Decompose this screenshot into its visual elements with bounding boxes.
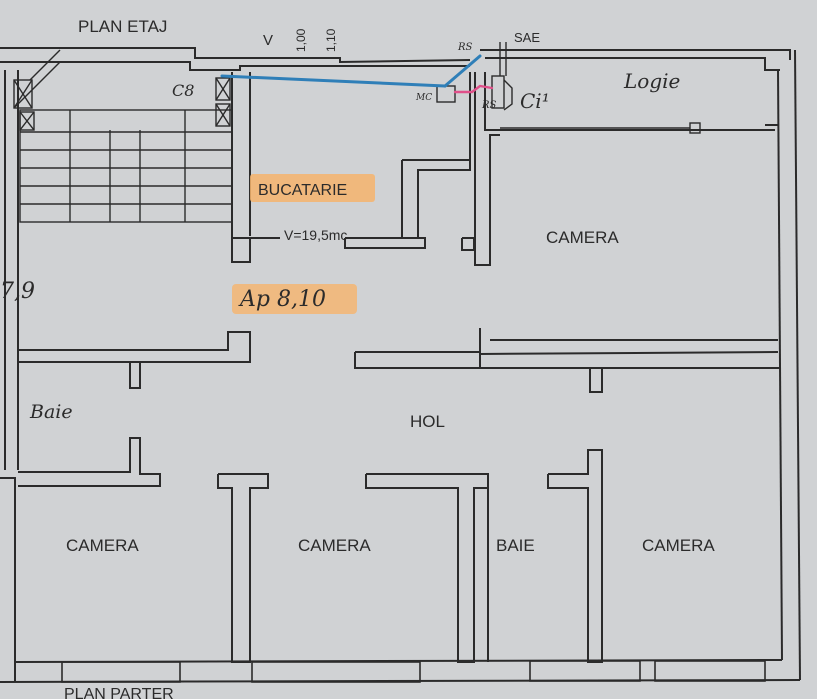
vent-label-sae: SAE	[514, 30, 540, 45]
kitchen-label: BUCATARIE	[258, 182, 347, 199]
window-3	[529, 660, 641, 682]
bath-left-label: Baie	[29, 401, 73, 423]
gas-pipe-pink	[453, 84, 494, 94]
vent-box-2	[215, 103, 231, 127]
bath-left-bottom	[18, 437, 161, 487]
window-4	[654, 660, 766, 682]
plan-title: PLAN ETAJ	[78, 17, 167, 36]
hall-wall-right-stub	[589, 368, 603, 393]
kitchen-highlight	[250, 174, 375, 202]
vent-x-2b	[215, 103, 231, 127]
loggia-label: Logie	[623, 69, 680, 93]
window-2	[251, 661, 421, 683]
dim-value-2: 1,10	[324, 28, 338, 52]
vent-x-3b	[13, 79, 33, 109]
apartment-label: Ap 8,10	[238, 287, 326, 312]
exterior-wall-top	[0, 47, 471, 64]
gas-pipe-blue-riser	[443, 54, 482, 88]
vent-box-3	[13, 79, 33, 109]
shaft-wall-inner	[484, 72, 775, 131]
vent-stacks	[13, 49, 231, 131]
gas-meter	[436, 42, 701, 134]
left-edge-number: 7,9	[0, 279, 35, 304]
walls	[0, 47, 801, 683]
room-top-right-label: CAMERA	[546, 228, 619, 247]
room-bottom-right-label: CAMERA	[642, 536, 715, 555]
vent-label-rs-low: RS	[481, 100, 497, 111]
dim-v-label: V	[263, 32, 273, 49]
gas-pipes	[220, 54, 494, 94]
partition-1	[217, 473, 269, 663]
vent-diag-1	[29, 49, 61, 81]
hall-wall-left-top	[18, 331, 251, 389]
vent-label-rs-top: RS	[457, 42, 473, 53]
exterior-wall-top-right	[480, 49, 791, 60]
loggia-rail-end	[689, 122, 701, 134]
apartment-highlight	[232, 284, 357, 314]
vent-x-4b	[19, 111, 35, 131]
partition-2	[365, 473, 489, 663]
partition-3	[547, 449, 603, 663]
vent-label-mc: MC	[415, 93, 432, 103]
vent-box-1	[215, 77, 231, 101]
bottom-windows	[61, 660, 766, 683]
exterior-wall-right-outer	[794, 49, 801, 681]
exterior-wall-top-inner	[0, 61, 470, 71]
kitchen-volume: V=19,5mc	[284, 227, 347, 243]
vent-label-ci: Ci¹	[520, 89, 550, 113]
window-1	[61, 661, 181, 683]
kitchen-wall-bottom-mid	[344, 237, 426, 249]
room-bottom-center-label: CAMERA	[298, 536, 371, 555]
bath-bottom-label: BAIE	[496, 536, 535, 555]
vent-label-c8: C8	[172, 81, 194, 100]
shaft-wall	[474, 72, 500, 266]
vent-box-4	[19, 111, 35, 131]
kitchen-wall-left	[231, 72, 251, 263]
regulator-box	[491, 75, 505, 109]
hall-label: HOL	[410, 412, 445, 431]
exterior-wall-top-right-inner	[485, 57, 780, 71]
left-wall-lower	[0, 477, 16, 682]
vent-diag-2	[13, 61, 61, 109]
exterior-wall-right-inner	[777, 69, 783, 661]
gas-pipe-blue-main	[220, 74, 447, 88]
plan-footer: PLAN PARTER	[64, 686, 174, 699]
dim-value-1: 1,00	[294, 28, 308, 52]
regulator-arrow	[503, 79, 513, 111]
stairwell	[19, 109, 233, 223]
room-bottom-left-label: CAMERA	[66, 536, 139, 555]
vent-x-1b	[215, 77, 231, 101]
